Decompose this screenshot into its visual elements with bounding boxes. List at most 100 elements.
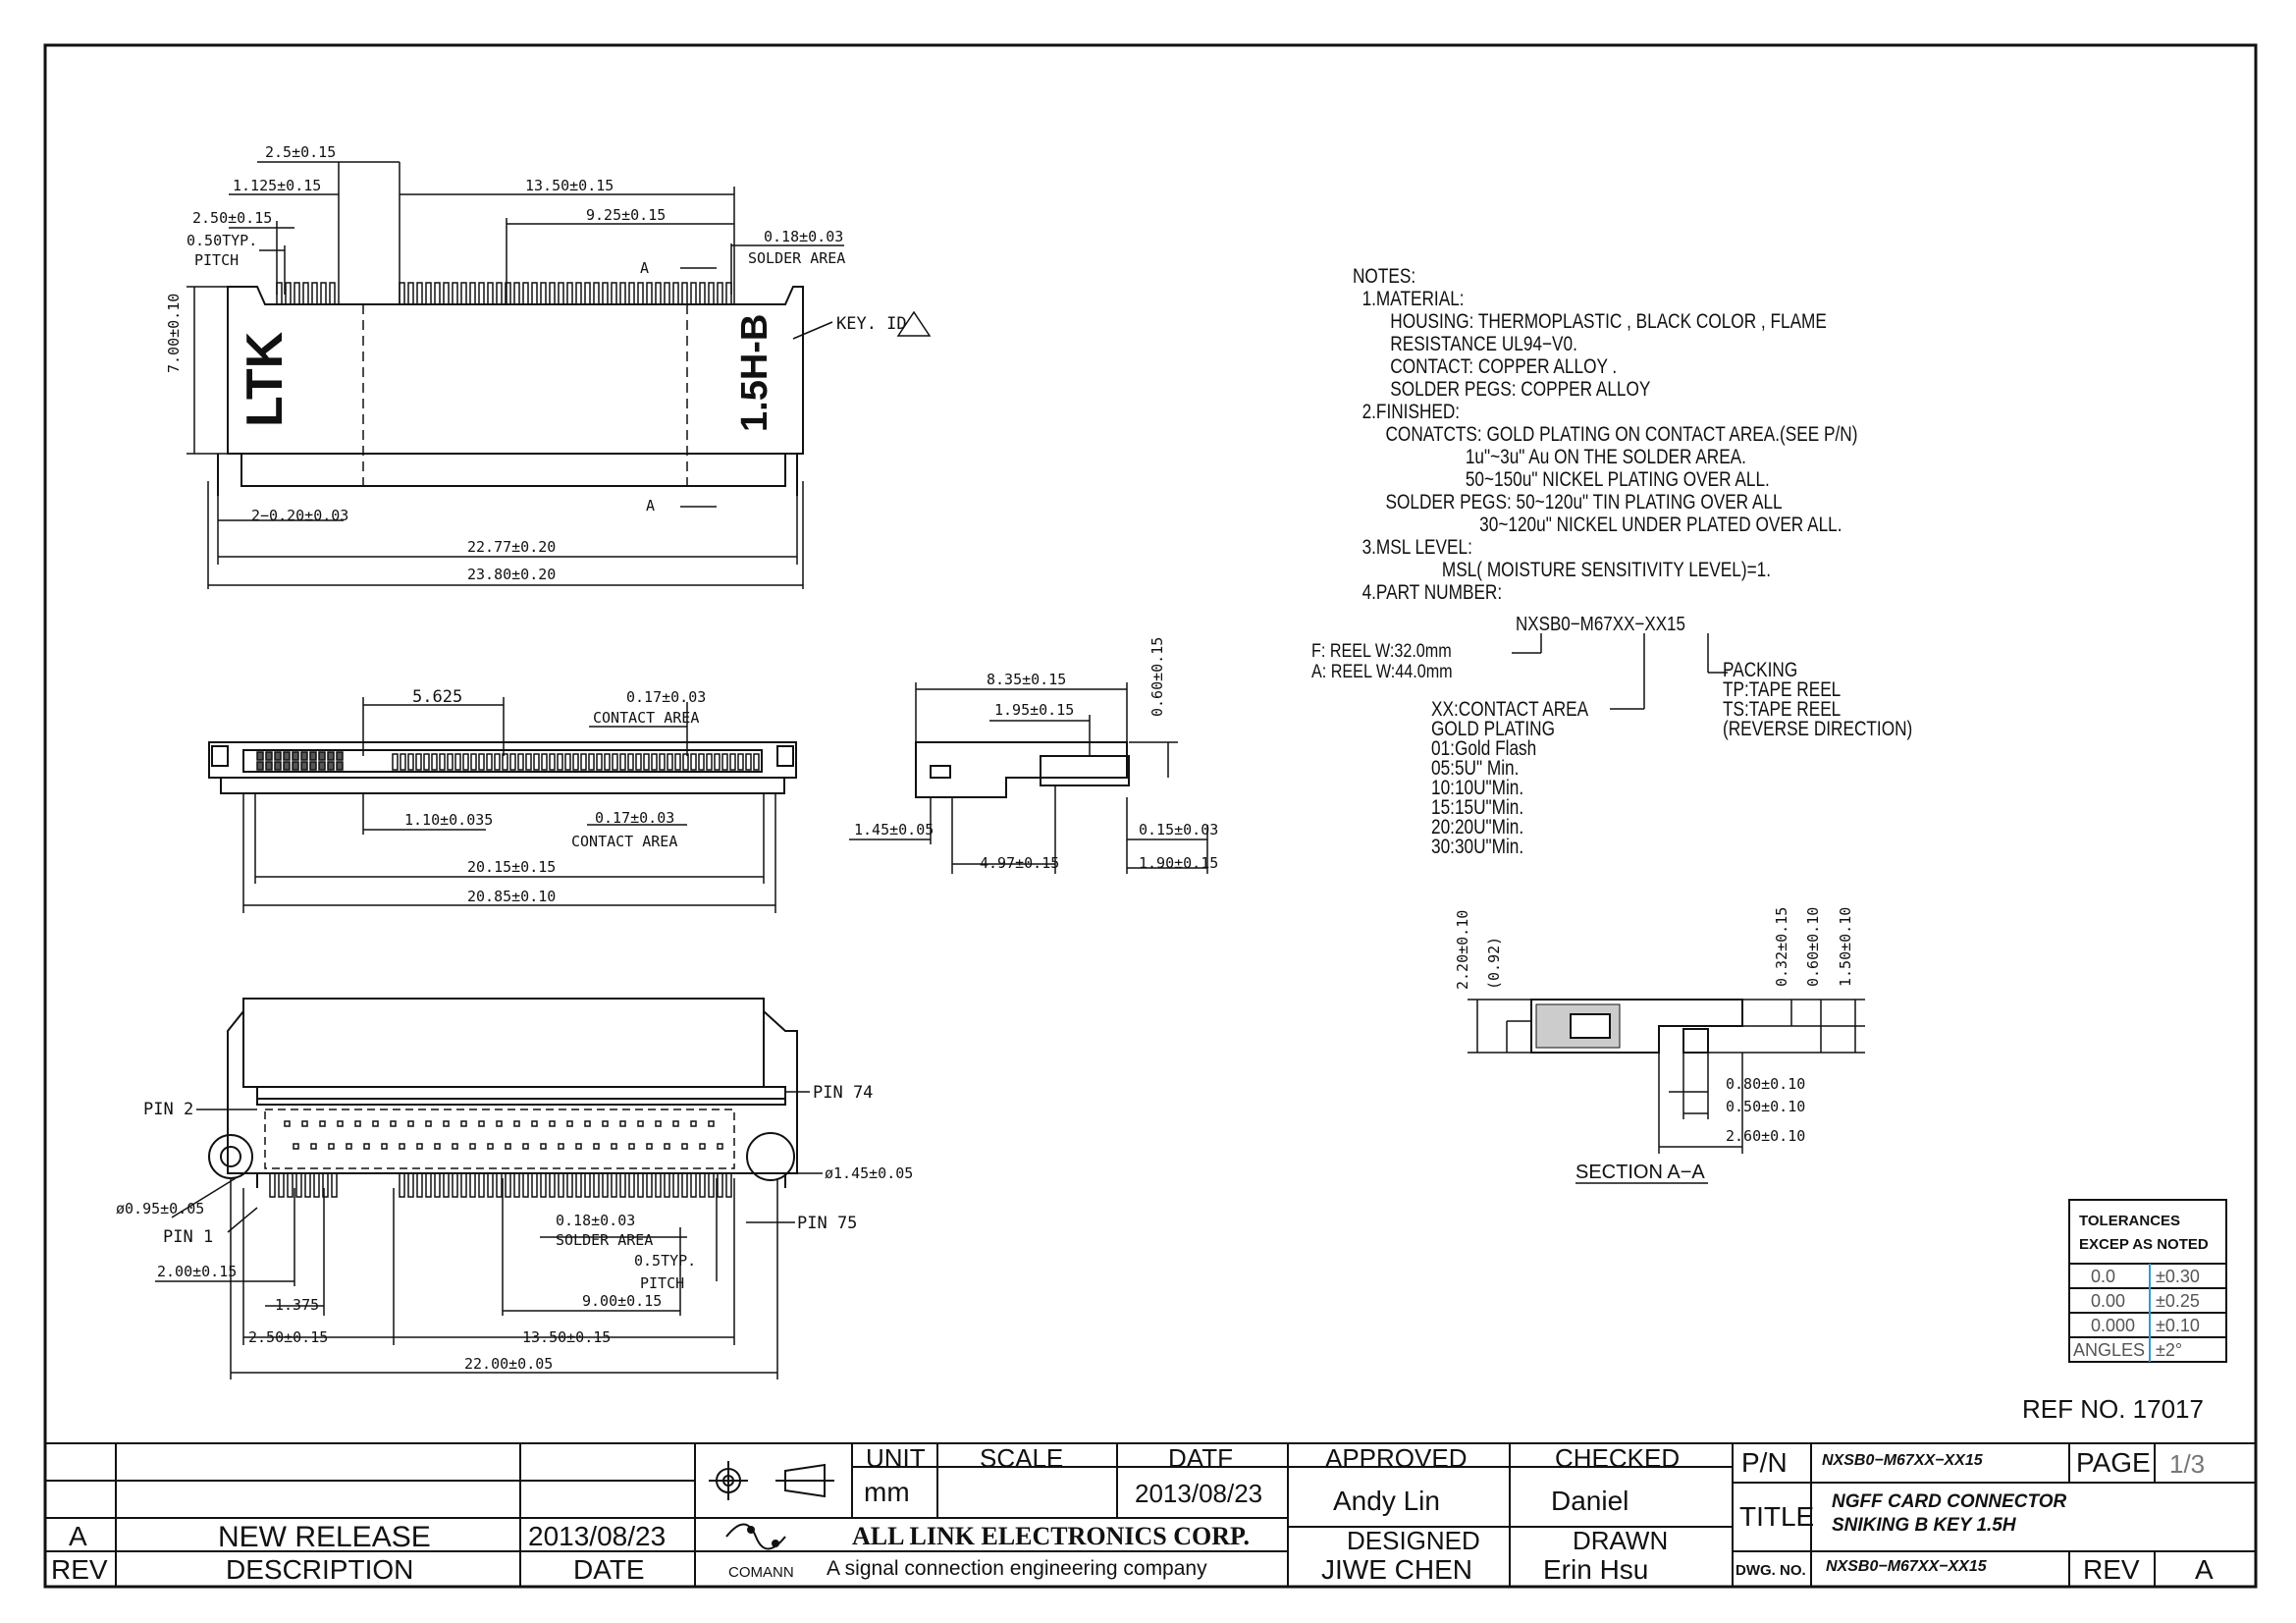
note-line: CONTACT: COPPER ALLOY . (1353, 355, 1618, 378)
pin-label: PIN 2 (143, 1100, 194, 1119)
side-pin (564, 753, 571, 771)
side-pin (256, 761, 264, 771)
dim-label: 5.625 (412, 687, 463, 707)
dim-label: 0.17±0.03 (595, 809, 675, 827)
side-pin (336, 761, 344, 771)
bottom-contact (346, 1143, 352, 1150)
bottom-pin (331, 1172, 338, 1198)
dim-label: 1.50±0.10 (1837, 906, 1854, 987)
bottom-pin (584, 1172, 591, 1198)
key-id-label: KEY. ID (836, 314, 907, 334)
side-pin (478, 753, 485, 771)
dim-label: 13.50±0.15 (525, 177, 614, 194)
bottom-pin (672, 1172, 679, 1198)
side-pin (283, 761, 291, 771)
top-view-pins (276, 282, 732, 305)
title-block-grid (45, 1442, 2256, 1587)
tolerance-precision: ANGLES (2073, 1340, 2146, 1360)
bottom-contact (637, 1120, 644, 1127)
bottom-contact (611, 1143, 617, 1150)
bottom-pin (452, 1172, 458, 1198)
bottom-contact (443, 1120, 450, 1127)
side-pin (667, 753, 673, 771)
company-tagline: A signal connection engineering company (827, 1557, 1207, 1580)
side-pin (627, 753, 634, 771)
side-pin (604, 753, 611, 771)
top-pin (619, 282, 626, 305)
side-pin (509, 753, 516, 771)
rev-letter: A (2195, 1554, 2214, 1585)
section-outline (1530, 999, 1743, 1054)
top-pin (302, 282, 309, 305)
side-pin (643, 753, 650, 771)
note-line: SOLDER PEGS: 50~120u" TIN PLATING OVER A… (1353, 491, 1783, 514)
bottom-pin (646, 1172, 653, 1198)
tolerance-value: ±0.30 (2156, 1267, 2200, 1286)
dim-label: 0.80±0.10 (1726, 1075, 1806, 1093)
bottom-pin (513, 1172, 520, 1198)
bottom-pin (619, 1172, 626, 1198)
bottom-contact (513, 1120, 520, 1127)
bottom-pin (460, 1172, 467, 1198)
bottom-pin (496, 1172, 503, 1198)
top-pin (513, 282, 520, 305)
top-view-dims (187, 161, 844, 589)
side-pin (745, 753, 752, 771)
side-pin (407, 753, 414, 771)
side-pin (729, 753, 736, 771)
tolerances-table (2068, 1199, 2227, 1363)
note-line: 30:30U"Min. (1431, 836, 1524, 858)
bottom-contact (452, 1143, 458, 1150)
top-pin (637, 282, 644, 305)
note-line: 15:15U"Min. (1431, 796, 1524, 819)
bottom-contact (337, 1120, 344, 1127)
bottom-pin (602, 1172, 609, 1198)
bottom-pin (566, 1172, 573, 1198)
note-line: MSL( MOISTURE SENSITIVITY LEVEL)=1. (1353, 559, 1771, 581)
side-view-dims (242, 697, 776, 913)
bottom-contact (487, 1143, 494, 1150)
rev-label: REV (2083, 1554, 2140, 1585)
note-line: 05:5U" Min. (1431, 757, 1520, 780)
side-pin (721, 753, 728, 771)
bottom-pin (522, 1172, 529, 1198)
description-header: DESCRIPTION (226, 1554, 414, 1585)
pn-value: NXSB0−M67XX−XX15 (1822, 1452, 1983, 1469)
bottom-contact (558, 1143, 564, 1150)
bottom-contact (293, 1143, 299, 1150)
dim-label: 9.25±0.15 (586, 206, 667, 224)
top-pin (646, 282, 653, 305)
bottom-contact (478, 1120, 485, 1127)
dim-label: 2.00±0.15 (157, 1263, 238, 1280)
side-pin (423, 753, 430, 771)
bottom-contact (381, 1143, 388, 1150)
top-pin (460, 282, 467, 305)
pin-label: PIN 75 (797, 1214, 858, 1233)
bottom-pin (637, 1172, 644, 1198)
dim-label: 20.15±0.15 (467, 858, 557, 876)
bottom-pin (287, 1172, 294, 1198)
dim-label: 0.15±0.03 (1139, 821, 1219, 839)
dim-label: ø1.45±0.05 (825, 1164, 914, 1182)
bottom-pin (611, 1172, 617, 1198)
bottom-contact (354, 1120, 361, 1127)
bottom-pin (407, 1172, 414, 1198)
side-pin (274, 751, 282, 761)
bottom-contact (664, 1143, 670, 1150)
bottom-pin (549, 1172, 556, 1198)
top-pin (452, 282, 458, 305)
side-pin (256, 751, 264, 761)
section-mark: A (640, 259, 650, 277)
date-value: 2013/08/23 (1135, 1479, 1263, 1508)
bottom-pin (690, 1172, 697, 1198)
dim-label: 1.125±0.15 (233, 177, 322, 194)
dim-label: 0.50TYP. (187, 232, 258, 249)
dim-label: 0.17±0.03 (626, 688, 707, 706)
note-line: NOTES: (1353, 265, 1416, 288)
bottom-contact (672, 1120, 679, 1127)
dim-label: (0.92) (1485, 936, 1503, 990)
brand-mark: LTK (237, 331, 294, 427)
rev-header: REV (51, 1554, 108, 1585)
top-pin (540, 282, 547, 305)
